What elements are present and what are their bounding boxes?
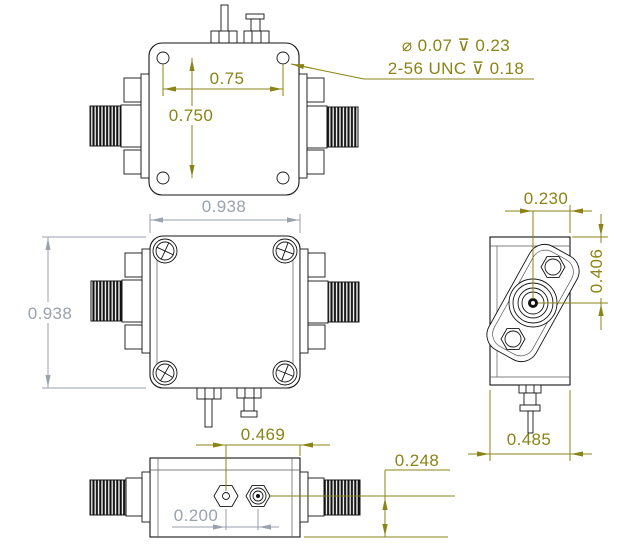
top-view: 0.75 0.750 ⌀ 0.07 ⊽ 0.23 2-56 UNC ⊽ 0.18 xyxy=(89,4,534,196)
dc-pin-capped-bottom xyxy=(236,387,262,418)
feedthrough-pin-right xyxy=(245,485,271,507)
sma-connector-left xyxy=(89,73,150,179)
thread-callout: ⌀ 0.07 ⊽ 0.23 2-56 UNC ⊽ 0.18 xyxy=(290,36,534,80)
dim-connector-offset: 0.230 xyxy=(505,189,592,299)
dim-pin-spacing: 0.200 xyxy=(172,506,279,530)
mounting-hole xyxy=(156,51,170,65)
bottom-view: 0.248 0.469 0.200 xyxy=(89,425,455,538)
corner-screw xyxy=(152,360,178,386)
sma-connector-left xyxy=(90,248,151,354)
side-pin xyxy=(518,384,542,434)
threads xyxy=(89,105,122,147)
dim-hole-spacing-vertical: 0.750 xyxy=(166,58,216,178)
mounting-hole xyxy=(276,171,290,185)
flange-nut-bottom xyxy=(500,328,526,350)
dc-pin-straight-bottom xyxy=(196,387,222,428)
threads xyxy=(89,479,127,516)
dim-body-depth: 0.485 xyxy=(468,390,592,461)
threads xyxy=(327,281,360,323)
sma-connector-right xyxy=(298,73,359,179)
dim-label-body-height: 0.938 xyxy=(28,304,73,323)
dim-label-body-width: 0.938 xyxy=(202,197,247,216)
front-view: 0.938 0.938 xyxy=(24,197,360,428)
dc-pin-straight xyxy=(210,4,238,44)
threads xyxy=(90,280,123,322)
dim-hole-spacing-horizontal: 0.75 xyxy=(162,65,284,96)
threads xyxy=(326,106,359,148)
corner-screw xyxy=(272,360,298,386)
dim-label-hole-spacing-v: 0.750 xyxy=(169,106,214,125)
dim-label-pin-spacing: 0.200 xyxy=(174,506,219,525)
sma-connector-right xyxy=(299,471,361,523)
dim-pin-height: 0.248 xyxy=(262,451,455,538)
flange-nut-top xyxy=(540,256,566,278)
mounting-hole xyxy=(276,51,290,65)
dim-body-width: 0.938 xyxy=(149,197,301,233)
dim-label-connector-offset: 0.230 xyxy=(524,189,569,208)
sma-connector-left xyxy=(89,471,151,523)
threads xyxy=(323,479,361,516)
dim-label-body-depth: 0.485 xyxy=(507,430,552,449)
dim-connector-height: 0.406 xyxy=(538,214,610,330)
feedthrough-pin-left xyxy=(213,485,239,507)
side-view: 0.230 0.406 0.485 xyxy=(468,189,610,461)
dim-label-hole-spacing-h: 0.75 xyxy=(210,69,245,88)
dc-pin-capped xyxy=(243,13,270,44)
dim-label-connector-height: 0.406 xyxy=(587,249,606,294)
mounting-hole xyxy=(156,171,170,185)
sma-connector-right xyxy=(299,248,360,354)
dim-pin-to-edge: 0.469 xyxy=(196,425,330,491)
dim-body-height: 0.938 xyxy=(24,236,146,389)
dim-label-pin-to-edge: 0.469 xyxy=(241,425,286,444)
callout-line-1: ⌀ 0.07 ⊽ 0.23 xyxy=(402,36,510,55)
corner-screw xyxy=(152,238,178,264)
callout-line-2: 2-56 UNC ⊽ 0.18 xyxy=(388,59,525,78)
dim-label-pin-height: 0.248 xyxy=(395,451,440,470)
corner-screw xyxy=(272,238,298,264)
